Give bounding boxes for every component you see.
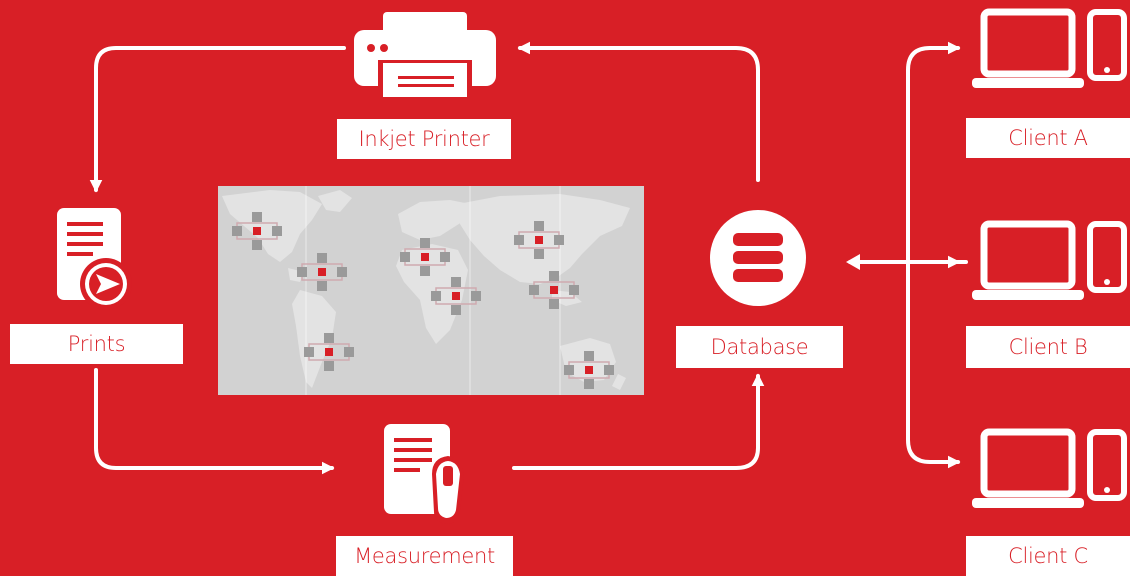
arrowhead-to-database (846, 254, 860, 270)
node-cluster (529, 271, 579, 309)
document-scanner-icon (384, 424, 464, 524)
connector-database-to-printer (517, 41, 760, 182)
database-icon (710, 210, 806, 306)
laptop-phone-icon (972, 8, 1127, 88)
node-cluster (297, 253, 347, 291)
printer-icon (354, 12, 496, 97)
prints-label: Prints (10, 324, 183, 364)
connector-bus-to-client-a (906, 46, 961, 469)
client-a-label: Client A (966, 118, 1130, 158)
laptop-phone-icon (972, 428, 1127, 508)
node-cluster (400, 238, 450, 276)
world-map (218, 186, 644, 395)
inkjet-printer-label: Inkjet Printer (337, 119, 511, 159)
database-label: Database (676, 326, 843, 368)
connectors (89, 41, 968, 475)
client-b-label: Client B (966, 326, 1130, 368)
connector-printer-to-prints (89, 46, 346, 193)
connector-measurement-to-database (512, 373, 765, 470)
node-cluster (232, 212, 282, 250)
client-c-label: Client C (966, 536, 1130, 576)
node-cluster (304, 333, 354, 371)
connector-prints-to-measurement (94, 368, 335, 475)
measurement-label: Measurement (336, 536, 513, 576)
node-cluster (514, 221, 564, 259)
node-cluster (564, 351, 614, 389)
node-cluster (431, 277, 481, 315)
document-play-icon (57, 208, 132, 310)
map-node-clusters (232, 212, 614, 389)
laptop-phone-icon (972, 220, 1127, 300)
